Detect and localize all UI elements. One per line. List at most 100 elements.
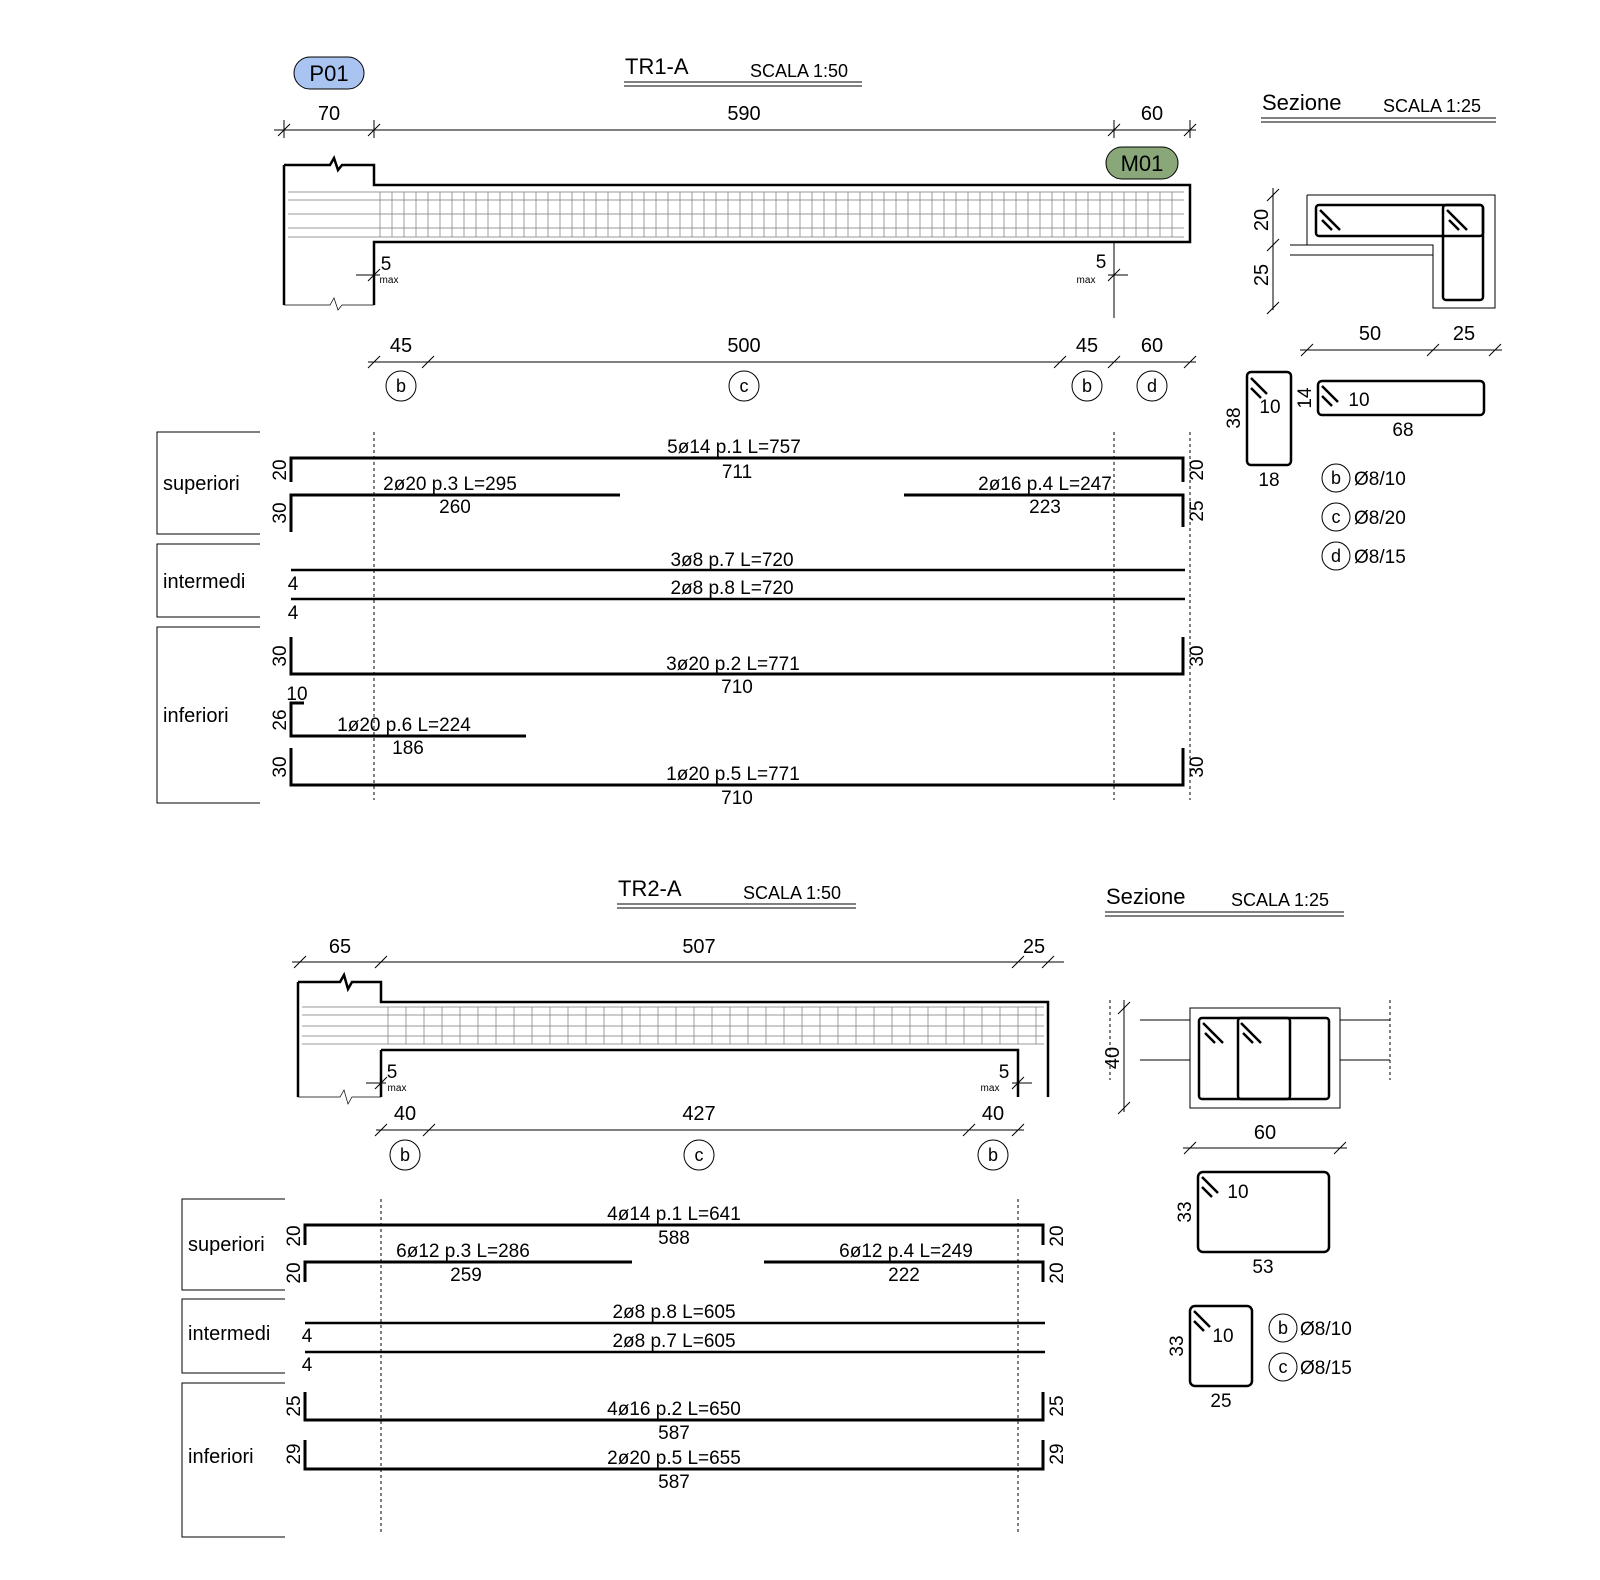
tr2-dimension-zones: 40 427 40 b c b (374, 1103, 1025, 1171)
tr1-scale: SCALA 1:50 (750, 61, 848, 81)
tr1-section-scale: SCALA 1:25 (1383, 96, 1481, 116)
tr1-dim-zone-3: 45 (1076, 335, 1098, 357)
tr1-stirrup1-hook: 10 (1259, 397, 1280, 418)
tr2-stirrup1-hook: 10 (1227, 1182, 1248, 1203)
tr2-dim-zone-3: 40 (982, 1103, 1004, 1125)
tr1-bar-p8-hook: 4 (288, 603, 299, 624)
tr1-wall-label: M01 (1121, 151, 1164, 176)
tr1-dim-top-3: 60 (1141, 103, 1163, 125)
tr2-dim-max-right: 5 (999, 1062, 1010, 1083)
tr1-bar-p2-hook-left: 30 (270, 645, 291, 666)
tr1-section-dim-w2: 25 (1453, 323, 1475, 345)
tr2-dimension-top: 65 507 25 (292, 936, 1064, 969)
tr1-stirrup2-w: 68 (1392, 420, 1413, 441)
tr1-dim-zone-2: 500 (727, 335, 760, 357)
tr1-dimension-top: 70 590 60 (274, 103, 1197, 138)
tr1-bar-p6-length: 186 (392, 738, 424, 759)
tr2-group-superiori: superiori (188, 1234, 265, 1256)
tr1-legend-zone-1: b (1331, 468, 1341, 488)
tr1-zone-2: c (740, 376, 749, 396)
tr1-bar-p3-hook: 30 (270, 502, 291, 523)
tr1-legend-spec-2: Ø8/20 (1354, 508, 1406, 529)
tr2-bar-p7: 2ø8 p.7 L=605 4 (302, 1331, 1045, 1376)
tr2-legend-zone-1: b (1278, 1318, 1288, 1338)
tr1-bar-p6-hook: 26 (270, 709, 291, 730)
tr1-bar-p1-length: 711 (722, 462, 752, 483)
tr2-bar-p2-label: 4ø16 p.2 L=650 (607, 1399, 741, 1420)
tr1-bar-p5-label: 1ø20 p.5 L=771 (666, 764, 800, 785)
tr2-bar-p8-hook: 4 (302, 1326, 313, 1347)
tr2-dim-top-1: 65 (329, 936, 351, 958)
tr1-pillar-tag (293, 56, 365, 90)
tr2-section: Sezione SCALA 1:25 40 60 10 33 53 10 33 … (1102, 884, 1391, 1412)
tr2-stirrup2-hook: 10 (1212, 1326, 1233, 1347)
tr1-bar-p6-label: 1ø20 p.6 L=224 (337, 715, 471, 736)
tr2-beam-elevation: 5 max 5 max (296, 971, 1050, 1105)
tr2-zone-2: c (695, 1145, 704, 1165)
tr1-bar-p2-label: 3ø20 p.2 L=771 (666, 654, 800, 675)
tr1-section-dim-h2: 25 (1251, 264, 1273, 286)
tr2-bar-p5-hook-right: 29 (1047, 1443, 1068, 1464)
tr1-max-right-label: max (1077, 275, 1096, 286)
tr1-bar-p2: 3ø20 p.2 L=771 710 30 30 (270, 637, 1208, 698)
tr2-dim-zone-1: 40 (394, 1103, 416, 1125)
tr2-bar-p1: 4ø14 p.1 L=641 588 20 20 (284, 1204, 1068, 1249)
tr2-bar-p4-hook: 20 (1047, 1262, 1068, 1283)
tr1-zone-4: d (1147, 376, 1157, 396)
tr2-legend-spec-2: Ø8/15 (1300, 1358, 1352, 1379)
tr2-stirrup1-w: 53 (1252, 1257, 1273, 1278)
tr1-stirrup2-hook: 10 (1348, 390, 1369, 411)
tr2-bar-p2-length: 587 (658, 1423, 690, 1444)
tr1-bar-p4-hook: 25 (1187, 500, 1208, 521)
tr1-bar-p7-label: 3ø8 p.7 L=720 (670, 550, 793, 571)
tr2-dim-top-2: 507 (682, 936, 715, 958)
tr1-bar-p2-hook-right: 30 (1187, 645, 1208, 666)
tr1-bar-p7-hook: 4 (288, 574, 299, 595)
tr1-dim-top-1: 70 (318, 103, 340, 125)
tr1-bar-p8: 2ø8 p.8 L=720 4 (288, 578, 1185, 624)
tr2-zone-3: b (988, 1145, 998, 1165)
tr2-bar-p4-length: 222 (888, 1265, 920, 1286)
tr1-dim-max-right: 5 (1096, 252, 1107, 273)
tr1-bar-p3-label: 2ø20 p.3 L=295 (383, 474, 517, 495)
tr2-bar-p2-hook-right: 25 (1047, 1395, 1068, 1416)
tr2-bar-p7-label: 2ø8 p.7 L=605 (612, 1331, 735, 1352)
tr2-zone-1: b (400, 1145, 410, 1165)
tr2-bar-p5-length: 587 (658, 1472, 690, 1493)
tr1-bar-p1-label: 5ø14 p.1 L=757 (667, 437, 801, 458)
tr2-section-dim-h: 40 (1102, 1047, 1124, 1069)
tr2-scale: SCALA 1:50 (743, 883, 841, 903)
tr2-section-title: Sezione (1106, 884, 1186, 909)
tr2-group-inferiori: inferiori (188, 1446, 254, 1468)
tr1-section: Sezione SCALA 1:25 20 25 50 25 10 38 18 … (1224, 90, 1502, 571)
tr2-bar-p1-hook-left: 20 (284, 1225, 305, 1246)
tr1-wall-tag (1105, 146, 1179, 180)
tr2-bar-p8: 2ø8 p.8 L=605 4 (302, 1302, 1045, 1347)
tr1-bar-p4-length: 223 (1029, 497, 1061, 518)
tr1-legend-spec-3: Ø8/15 (1354, 547, 1406, 568)
tr2-group-intermedi: intermedi (188, 1323, 270, 1345)
tr1-group-intermedi: intermedi (163, 571, 245, 593)
tr2-section-scale: SCALA 1:25 (1231, 890, 1329, 910)
tr1-bar-p3-length: 260 (439, 497, 471, 518)
tr1-section-title: Sezione (1262, 90, 1342, 115)
tr1-bar-p4-label: 2ø16 p.4 L=247 (978, 474, 1112, 495)
tr2-stirrup2-h: 33 (1167, 1335, 1188, 1356)
tr2-legend-zone-2: c (1279, 1357, 1288, 1377)
tr1-section-dim-w1: 50 (1359, 323, 1381, 345)
tr2-bar-p5-label: 2ø20 p.5 L=655 (607, 1448, 741, 1469)
tr2-bar-p2-hook-left: 25 (284, 1395, 305, 1416)
tr1-legend-spec-1: Ø8/10 (1354, 469, 1406, 490)
tr1-bar-p3: 2ø20 p.3 L=295 260 30 (270, 474, 620, 532)
tr2-bar-p5-hook-left: 29 (284, 1443, 305, 1464)
tr2-legend-spec-1: Ø8/10 (1300, 1319, 1352, 1340)
tr2-bar-p2: 4ø16 p.2 L=650 587 25 25 (284, 1392, 1068, 1444)
tr1-bar-p2-length: 710 (721, 677, 753, 698)
tr1-bar-p8-label: 2ø8 p.8 L=720 (670, 578, 793, 599)
tr1-max-left-label: max (380, 275, 399, 286)
tr1-stirrup2-h: 14 (1295, 387, 1316, 409)
tr1-bar-p5-hook-right: 30 (1187, 756, 1208, 777)
tr1-zone-1: b (396, 376, 406, 396)
tr1-bar-p5: 1ø20 p.5 L=771 710 30 30 (270, 748, 1208, 809)
